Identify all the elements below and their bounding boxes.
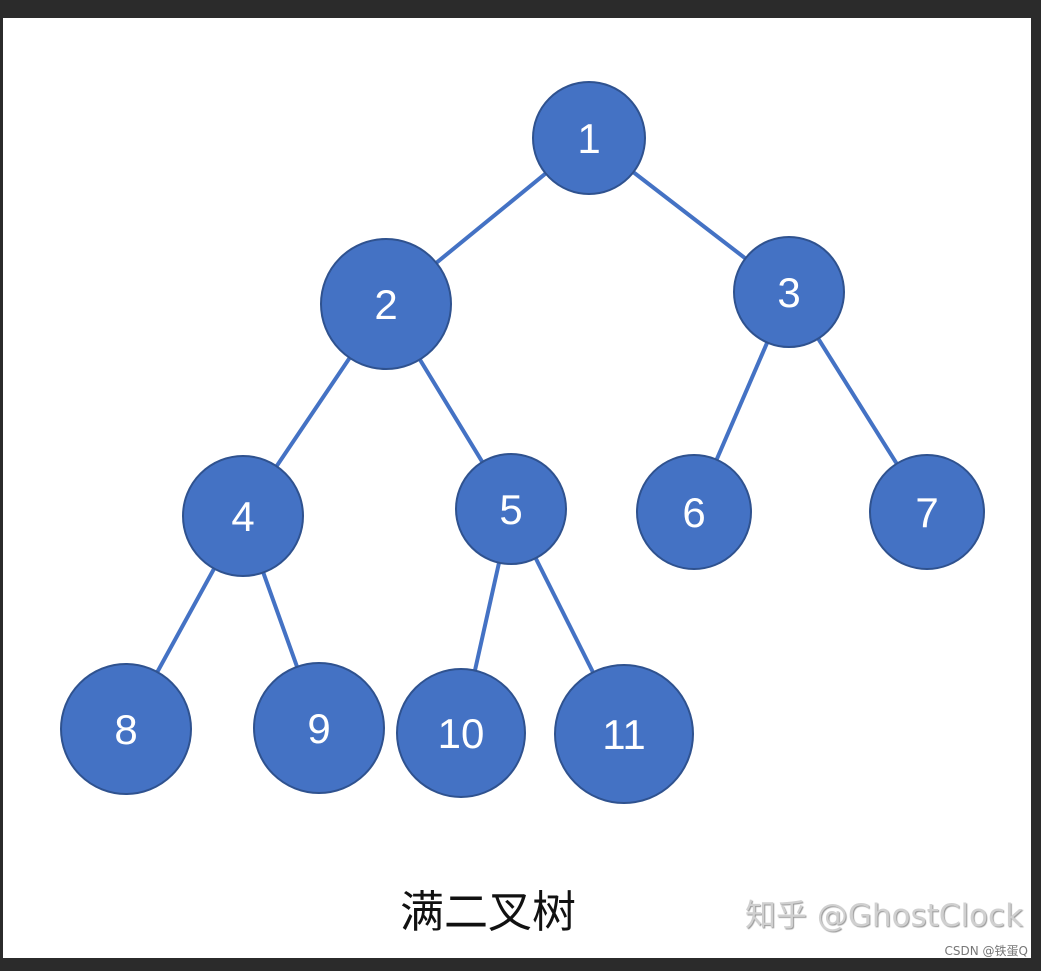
node-circle [60,663,192,795]
node-circle [396,668,526,798]
tree-node-3: 3 [733,236,845,348]
node-label: 3 [777,269,800,316]
node-circle [733,236,845,348]
tree-node-9: 9 [253,662,385,794]
node-circle [554,664,694,804]
node-label: 6 [682,489,705,536]
tree-node-5: 5 [455,453,567,565]
node-circle [253,662,385,794]
node-label: 5 [499,486,522,533]
diagram-title: 满二叉树 [400,887,576,938]
watermark: 知乎 @GhostClock [745,898,1024,934]
node-circle [636,454,752,570]
node-label: 8 [114,706,137,753]
node-label: 9 [307,705,330,752]
node-label: 10 [438,710,485,757]
tree-node-7: 7 [869,454,985,570]
tree-node-10: 10 [396,668,526,798]
node-label: 1 [577,115,600,162]
node-label: 2 [374,281,397,328]
tree-node-11: 11 [554,664,694,804]
node-circle [532,81,646,195]
tree-node-2: 2 [320,238,452,370]
tree-node-6: 6 [636,454,752,570]
diagram-canvas: 1 2 3 4 5 6 7 8 9 10 11 满二叉树 知乎 @GhostClock [3,18,1031,958]
node-circle [455,453,567,565]
tree-node-1: 1 [532,81,646,195]
node-circle [182,455,304,577]
node-circle [869,454,985,570]
node-label: 11 [602,711,646,758]
tree-node-4: 4 [182,455,304,577]
node-label: 7 [915,489,938,536]
node-label: 4 [231,493,254,540]
credit-text: CSDN @铁蛋Q [944,944,1028,958]
node-circle [320,238,452,370]
tree-node-8: 8 [60,663,192,795]
